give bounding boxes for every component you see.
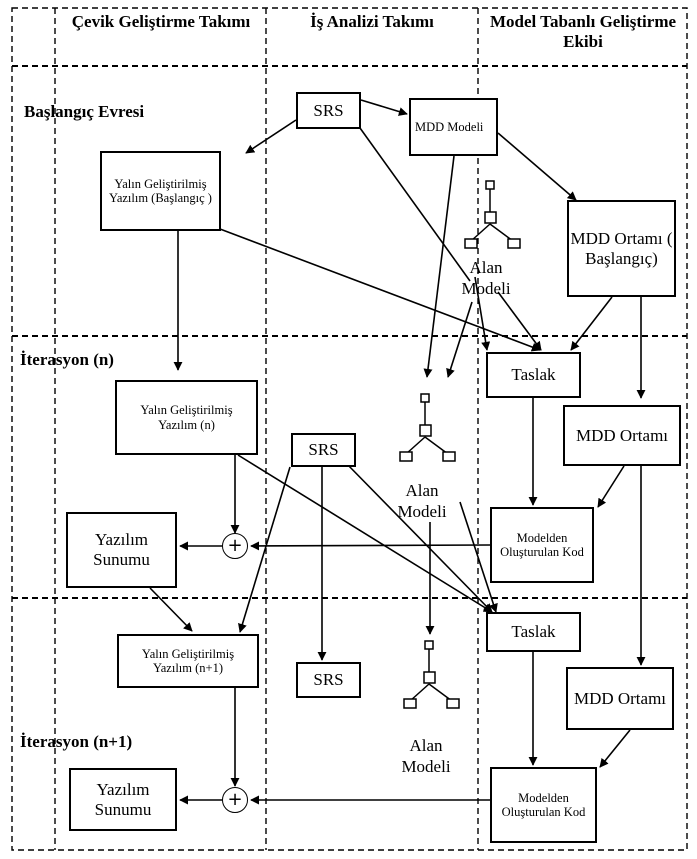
merge-plus-icon-n: + [222, 533, 248, 559]
lean-software-box-n1: Yalın Geliştirilmiş Yazılım (n+1) [117, 634, 259, 688]
arrow-domain-n-to-draft-n1 [459, 501, 498, 613]
domain-model-label-n: Alan Modeli [397, 481, 447, 521]
draft-box-n: Taslak [486, 352, 581, 398]
arrow-srs-to-mdd-model [360, 99, 408, 116]
software-release-box-n1: Yazılım Sunumu [69, 768, 177, 831]
column-header-agile: Çevik Geliştirme Takımı [71, 12, 251, 31]
column-header-analysis: İş Analizi Takımı [310, 12, 434, 31]
srs-box-n: SRS [291, 433, 356, 467]
domain-model-tree-icon [464, 180, 521, 249]
software-release-box-n: Yazılım Sunumu [66, 512, 177, 588]
arrow-release-n-to-lean-n1 [149, 587, 193, 632]
phase-label-iteration-n: İterasyon (n) [20, 350, 114, 369]
generated-code-box-n1: Modelden Oluşturulan Kod [490, 767, 597, 843]
arrow-code-n-to-plus-n [250, 541, 491, 551]
line-srs-to-domain-model [359, 127, 471, 282]
generated-code-box-n: Modelden Oluşturulan Kod [490, 507, 594, 583]
domain-model-label-n1: Alan Modeli [401, 736, 451, 776]
arrow-domain-to-draft-n [497, 291, 542, 351]
mdd-env-box-n: MDD Ortamı [563, 405, 681, 466]
lean-software-box-n: Yalın Geliştirilmiş Yazılım (n) [115, 380, 258, 455]
arrow-srs-n-to-lean-n1 [238, 466, 291, 633]
arrow-srs-to-lean-start [245, 119, 297, 154]
arrow-mdd-env-n1-to-code-n1 [599, 729, 631, 768]
srs-box-n1: SRS [296, 662, 361, 698]
arrow-domain-to-domain-n [446, 301, 473, 378]
domain-model-tree-icon-n [399, 393, 456, 462]
outer-frame [11, 7, 688, 851]
domain-model-label-start: Alan Modeli [461, 258, 511, 298]
arrow-mdd-model-to-mdd-env [497, 132, 577, 201]
mdd-env-box-n1: MDD Ortamı [566, 667, 674, 730]
arrow-lean-n-to-draft-n1 [237, 454, 493, 613]
draft-box-n1: Taslak [486, 612, 581, 652]
arrow-lean-start-to-draft-n [219, 228, 541, 352]
arrow-mdd-env-n-to-code-n [597, 465, 625, 508]
srs-box-start: SRS [296, 92, 361, 129]
lean-software-box-start: Yalın Geliştirilmiş Yazılım (Başlangıç ) [100, 151, 221, 231]
arrow-mdd-env-to-draft-n [570, 296, 613, 351]
column-header-mdd: Model Tabanlı Geliştirme Ekibi [489, 12, 677, 51]
domain-model-tree-icon-n1 [403, 640, 460, 709]
phase-label-iteration-n1: İterasyon (n+1) [20, 732, 133, 751]
arrow-srs-path-to-draft-n [474, 276, 491, 351]
arrow-mdd-model-to-domain-n [423, 155, 455, 378]
mdd-env-box-start: MDD Ortamı ( Başlangıç) [567, 200, 676, 297]
merge-plus-icon-n1: + [222, 787, 248, 813]
phase-label-start: Başlangıç Evresi [24, 102, 145, 121]
arrow-srs-n-to-draft-n1 [344, 461, 493, 613]
mdd-model-box: MDD Modeli [409, 98, 498, 156]
